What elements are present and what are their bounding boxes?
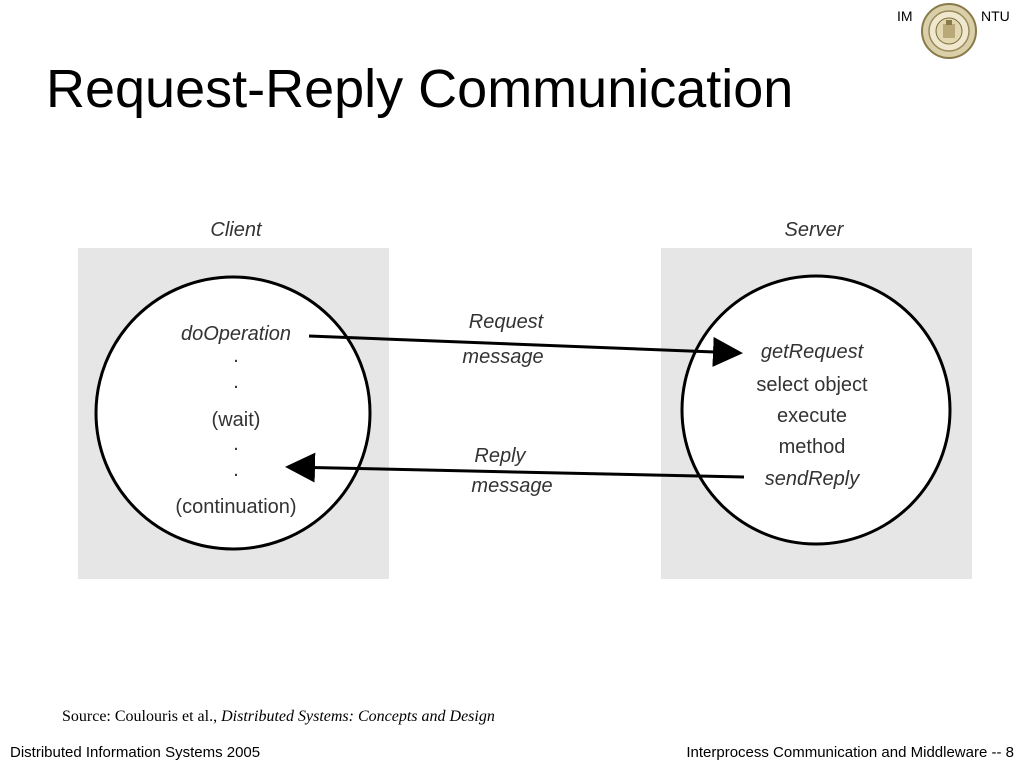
client-step-dot: . xyxy=(233,433,239,455)
request-arrow-label-line1: Request xyxy=(469,311,545,333)
client-step-dot: . xyxy=(233,345,239,367)
reply-arrow-label-line1: Reply xyxy=(474,445,526,467)
server-step-sendreply: sendReply xyxy=(765,468,861,490)
server-step-getrequest: getRequest xyxy=(761,341,865,363)
client-step-continuation: (continuation) xyxy=(175,496,296,518)
server-step-execute: execute xyxy=(777,405,847,427)
university-seal-icon xyxy=(921,3,977,59)
server-step-select-object: select object xyxy=(756,374,868,396)
server-step-method: method xyxy=(779,436,846,458)
request-arrow-label-line2: message xyxy=(462,346,543,368)
source-prefix: Source: Coulouris et al., xyxy=(62,708,222,725)
source-book-title: Distributed Systems: Concepts and Design xyxy=(221,708,495,725)
footer-slide-topic: Interprocess Communication and Middlewar… xyxy=(686,744,1014,761)
reply-arrow-label-line2: message xyxy=(471,475,552,497)
client-step-dot: . xyxy=(233,459,239,481)
footer-course-title: Distributed Information Systems 2005 xyxy=(10,744,261,761)
client-step-dooperation: doOperation xyxy=(181,323,291,345)
source-citation: Source: Coulouris et al., Distributed Sy… xyxy=(62,708,495,726)
slide-title: Request-Reply Communication xyxy=(46,59,794,119)
client-heading: Client xyxy=(210,219,263,241)
server-process-circle xyxy=(680,274,952,546)
header-ntu-label: NTU xyxy=(981,8,1010,24)
request-arrow xyxy=(308,334,743,367)
client-step-dot: . xyxy=(233,371,239,393)
header-im-label: IM xyxy=(897,8,913,24)
reply-arrow xyxy=(285,452,745,483)
client-step-wait: (wait) xyxy=(212,409,261,431)
server-heading: Server xyxy=(785,219,845,241)
